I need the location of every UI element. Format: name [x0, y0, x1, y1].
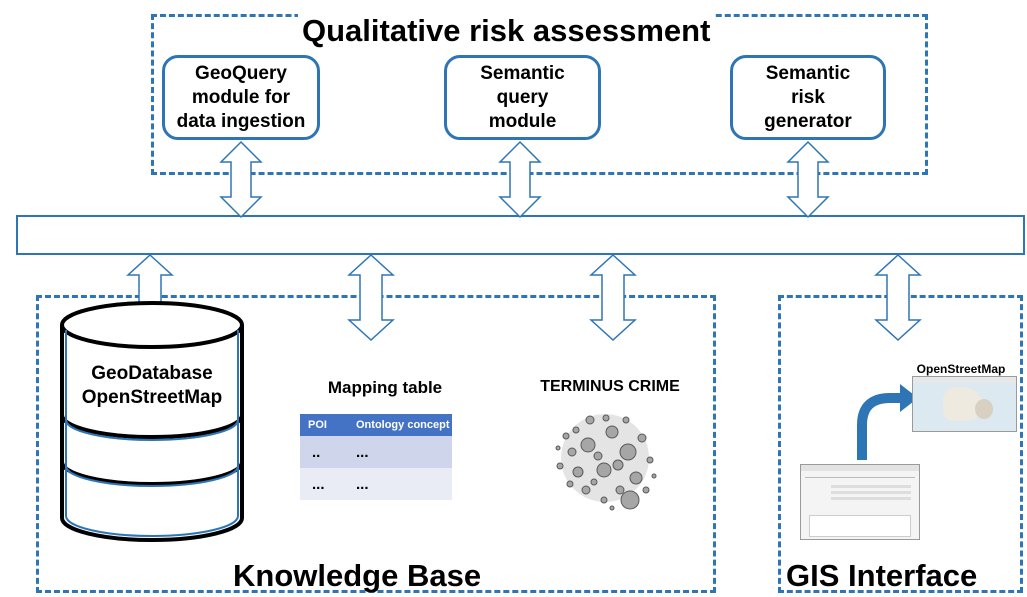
double-arrow-icon [589, 253, 637, 342]
geoquery-module: GeoQuery module for data ingestion [162, 55, 320, 140]
table-header-poi: POI [300, 414, 348, 436]
table-header-ontology: Ontology concept [348, 414, 452, 436]
double-arrow-icon [347, 253, 395, 342]
openstreetmap-label: OpenStreetMap [916, 362, 1006, 376]
database-cylinder-icon [60, 301, 244, 542]
qualitative-risk-assessment-title: Qualitative risk assessment [298, 13, 715, 49]
mapping-table-title: Mapping table [327, 378, 443, 397]
terminus-crime-label: TERMINUS CRIME [540, 378, 680, 395]
geodatabase-label: GeoDatabase OpenStreetMap [81, 363, 223, 408]
table-row: ... ... [300, 468, 452, 500]
gis-interface-title: GIS Interface [786, 558, 978, 593]
table-row: .. ... [300, 436, 452, 468]
mapping-table: POI Ontology concept .. ... ... ... [300, 414, 452, 500]
curved-arrow-icon [857, 393, 902, 460]
ontology-bubble-cluster-icon [555, 414, 657, 511]
double-arrow-icon [219, 140, 263, 219]
gis-app-screenshot [800, 464, 920, 540]
double-arrow-icon [498, 140, 542, 219]
map-screenshot [912, 376, 1017, 432]
knowledge-base-title: Knowledge Base [233, 558, 482, 593]
semantic-risk-generator: Semantic risk generator [730, 55, 886, 140]
double-arrow-icon [786, 140, 830, 219]
double-arrow-icon [874, 253, 922, 342]
semantic-query-module: Semantic query module [444, 55, 601, 140]
